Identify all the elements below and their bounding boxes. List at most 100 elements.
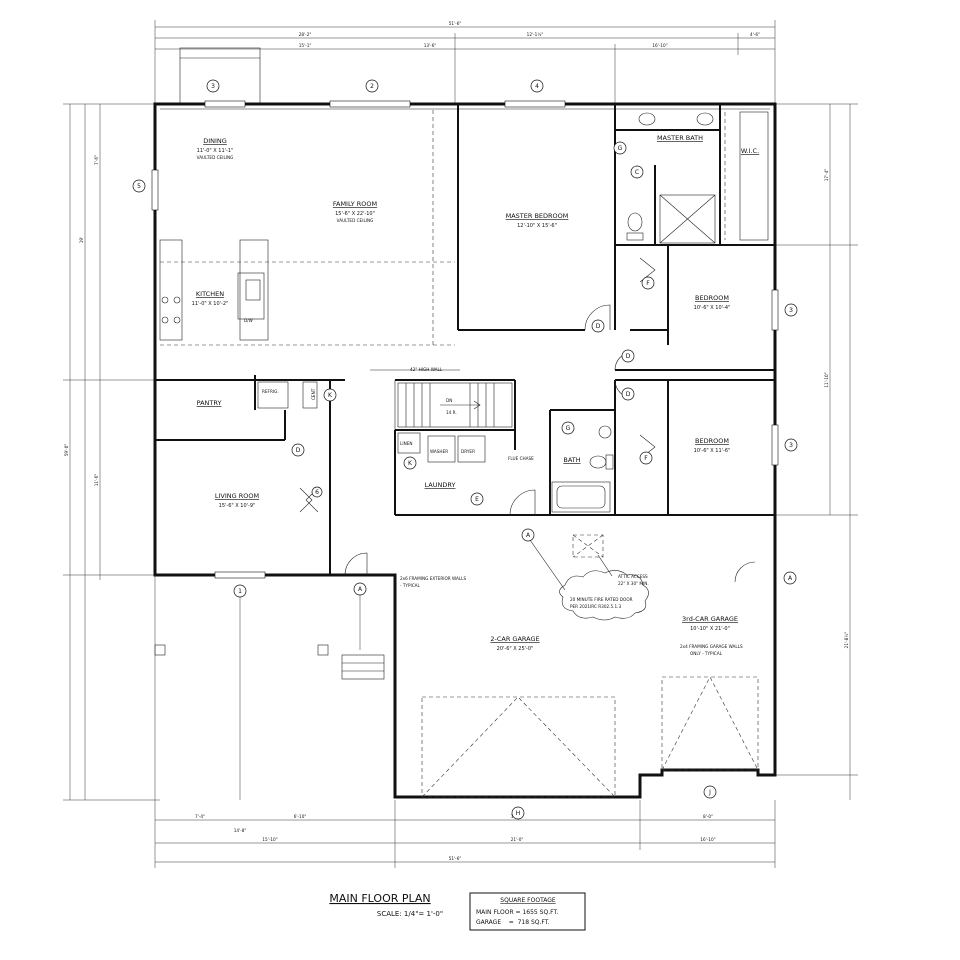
exterior-walls [151,100,779,799]
room-note-dining: VAULTED CEILING [197,155,234,160]
room-name-master-bath: MASTER BATH [657,134,703,142]
note-exterior-walls: - TYPICAL [400,583,421,588]
refrigerator [257,381,289,409]
door-tag-a: A [526,532,531,539]
porch [154,47,385,680]
room-size-living: 15'-6" X 10'-9" [219,503,256,509]
dim-bottom-row2: 6'-10" [294,814,307,819]
note-fire-door: 20 MINUTE FIRE RATED DOOR [570,597,633,602]
room-name-pantry: PANTRY [197,399,222,407]
dim-bottom-row1: 21'-0" [511,837,524,842]
note-exterior-walls: 2x6 FRAMING EXTERIOR WALLS [400,576,466,581]
room-size-3rd-garage: 10'-10" X 21'-0" [690,626,730,632]
stairs: DN 14 R. [397,382,513,428]
room-note-family: VAULTED CEILING [337,218,374,223]
room-size-bedroom: 10'-6" X 11'-6" [694,448,731,454]
door-tag-e: E [475,496,479,503]
door-tag-c: C [635,169,639,176]
room-size-master-bedroom: 12'-10" X 15'-6" [517,223,557,229]
dim-top-row1: 4'-6" [750,32,760,37]
door-tag-j: J [708,789,711,796]
room-name-3rd-garage: 3rd-CAR GARAGE [682,615,738,623]
dryer-label: DRYER [461,449,475,454]
window-tag-3: 3 [789,442,793,449]
refrigerator-label: REFRIG. [262,389,279,394]
door-tag-f: F [646,280,650,287]
kitchen-fixtures: D/W REFRIG. CENT [159,239,318,409]
cent-label: CENT [311,388,316,400]
dim-top-overall: 51'-6" [449,21,462,26]
plan-title: MAIN FLOOR PLAN [329,892,430,905]
room-size-family: 15'-6" X 22'-10" [335,211,375,217]
note-attic-access: ATTIC ACCESS [618,574,648,579]
room-name-kitchen: KITCHEN [196,290,224,298]
dim-bottom-row1: 16'-10" [700,837,715,842]
stair-risers: 14 R. [446,410,457,415]
washer-label: WASHER [430,449,448,454]
note-fire-door: PER 2021IRC R302.5.1.3 [570,604,621,609]
square-footage-heading: SQUARE FOOTAGE [500,897,556,904]
window-tag-4: 4 [535,83,539,90]
laundry-fixtures: LINEN WASHER DRYER FLUE CHASE [397,432,534,463]
room-size-dining: 11'-0" X 11'-1" [197,148,234,154]
dimension-lines [63,20,858,868]
door-tags: A A A K K D D D D G C G F F E H J [291,141,797,820]
room-name-living: LIVING ROOM [215,492,259,500]
door-tag-a: A [788,575,793,582]
square-footage-main-floor: MAIN FLOOR = 1655 SQ.FT. [476,909,558,916]
dishwasher-label: D/W [244,318,253,323]
window-tag-5: 5 [137,183,141,190]
room-size-bedroom: 10'-6" X 10'-4" [694,305,731,311]
door-tag-a: A [358,586,363,593]
dim-top-row2: 15'-1" [299,43,312,48]
room-name-wic: W.I.C. [741,147,759,155]
door-tag-f: F [644,455,648,462]
door-tag-g: G [566,425,571,432]
door-tag-h: H [516,810,521,817]
room-name-bath: BATH [563,456,580,464]
dashed-boundaries [160,110,455,346]
room-size-kitchen: 11'-0" X 10'-2" [192,301,229,307]
room-name-laundry: LAUNDRY [425,481,456,489]
note-attic-access: 22" X 30" MIN. [618,581,649,586]
room-labels: DINING 11'-0" X 11'-1" VAULTED CEILING F… [192,134,760,652]
door-tag-d: D [596,323,601,330]
plan-notes: 42" HIGH WALL 2x6 FRAMING EXTERIOR WALLS… [400,367,743,656]
window-tag-3: 3 [211,83,215,90]
window-tag-2: 2 [370,83,374,90]
room-name-bedroom: BEDROOM [695,437,729,445]
dim-bottom-overall: 51'-6" [449,856,462,861]
dim-top-row2: 16'-10" [652,43,667,48]
dim-bottom-row2: 8'-0" [703,814,713,819]
square-footage-garage: GARAGE = 718 SQ.FT. [476,919,550,926]
dim-left: 7'-6" [94,155,99,165]
door-tag-d: D [626,353,631,360]
window-tags: 3 2 4 5 3 3 1 6 [132,79,798,598]
interior-walls [155,104,775,575]
dim-right: 11'-10" [824,372,829,387]
room-name-family: FAMILY ROOM [333,200,377,208]
door-tag-g: G [618,145,623,152]
door-tag-d: D [296,447,301,454]
door-tag-k: K [328,392,333,399]
title-block: MAIN FLOOR PLAN SCALE: 1/4"= 1'-0" SQUAR… [329,892,586,931]
dim-bottom-row2: 7'-4" [195,814,205,819]
flue-chase-label: FLUE CHASE [508,456,534,461]
room-name-master-bedroom: MASTER BEDROOM [506,212,569,220]
dim-right: 21'-8½" [844,632,849,649]
dim-right: 17'-4" [824,169,829,182]
room-name-bedroom: BEDROOM [695,294,729,302]
garage-doors [154,534,759,800]
note-garage-walls: ONLY - TYPICAL [690,651,723,656]
stair-direction: DN [446,398,452,403]
dim-top-row1: 28'-2" [299,32,312,37]
room-name-dining: DINING [203,137,227,145]
door-tag-d: D [626,391,631,398]
room-name-2car-garage: 2-CAR GARAGE [490,635,539,643]
bath-fixtures [551,111,769,513]
room-size-2car-garage: 20'-6" X 25'-0" [497,646,534,652]
window-tag-3: 3 [789,307,793,314]
dim-left: 19' [79,237,84,243]
dim-left-overall: 59'-0" [64,444,69,457]
